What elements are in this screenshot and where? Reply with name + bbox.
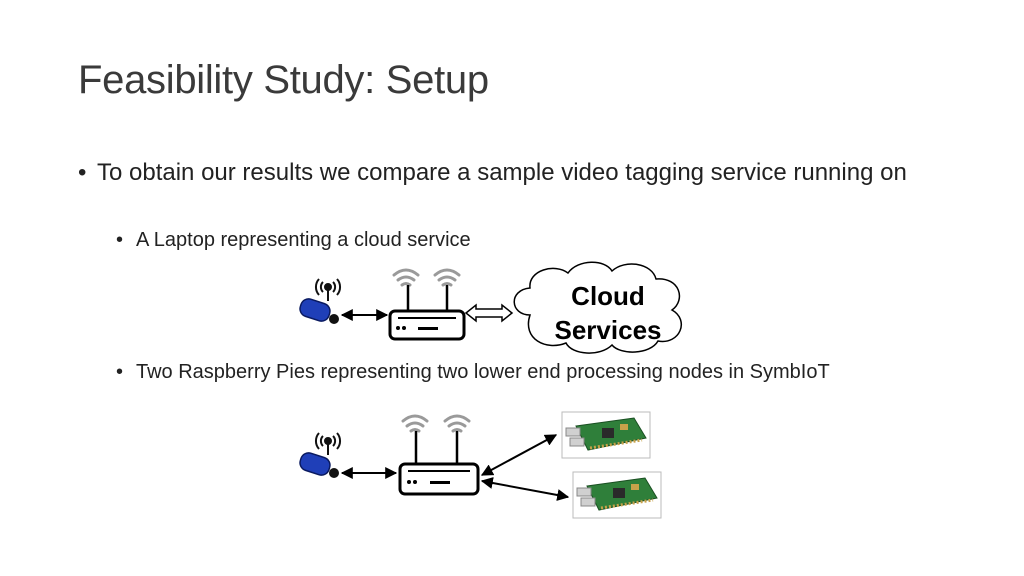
router-icon [388,285,466,341]
bullet-marker: • [116,361,124,383]
link-router-pi-2 [480,477,570,501]
link-router-pi-1 [480,434,558,476]
raspberry-pi-board-icon [572,471,662,519]
camera-icon [299,278,341,324]
wifi-icon [401,414,471,433]
bullet-sub-raspberry: • Two Raspberry Pies representing two low… [116,359,830,385]
diagram-cloud-setup: Cloud Services [299,261,683,354]
diagram-raspberry-setup [299,411,662,519]
bullet-sub-raspberry-text: Two Raspberry Pies representing two lowe… [136,361,830,383]
camera-icon [299,432,341,478]
wifi-icon [392,268,461,287]
link-router-cloud [464,303,514,323]
router-icon [398,431,480,496]
bullet-marker: • [116,229,124,251]
bullet-main: • To obtain our results we compare a sam… [78,156,918,189]
signal-icon [315,278,341,296]
cloud-icon: Cloud Services [513,261,683,354]
raspberry-pi-board-icon [561,411,651,459]
bullet-marker: • [78,159,87,186]
cloud-label-line2: Services [555,315,662,345]
slide-title: Feasibility Study: Setup [78,58,489,102]
bullet-sub-laptop: • A Laptop representing a cloud service [116,227,471,253]
bullet-sub-laptop-text: A Laptop representing a cloud service [136,229,471,251]
cloud-label-line1: Cloud [571,281,645,311]
bullet-main-text: To obtain our results we compare a sampl… [97,159,907,186]
